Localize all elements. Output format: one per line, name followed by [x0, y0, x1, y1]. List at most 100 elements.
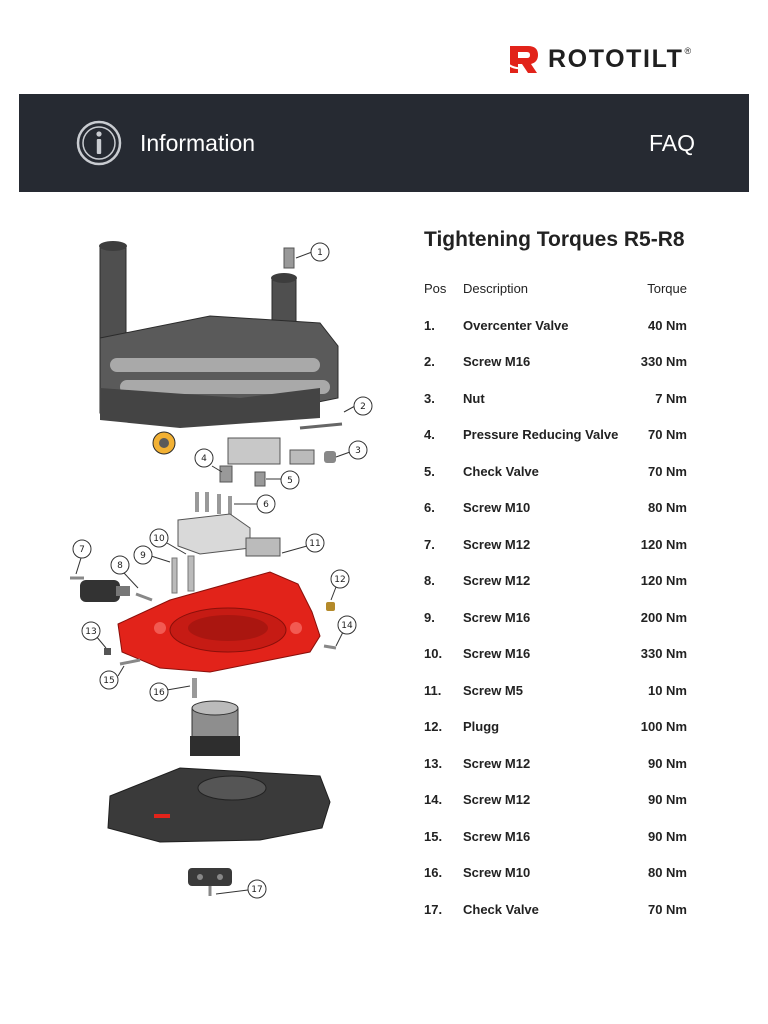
- swivel-unit: [190, 700, 240, 756]
- callout-9: 9: [133, 545, 171, 565]
- row-torque: 80 Nm: [647, 865, 687, 880]
- row-description: Screw M10: [463, 865, 531, 880]
- callout-6: 6: [234, 494, 276, 514]
- row-torque: 90 Nm: [647, 755, 687, 771]
- table-row: 16. Screw M10 80 Nm: [424, 865, 694, 902]
- row-pos: 4.: [424, 427, 435, 442]
- row-pos: 5.: [424, 463, 435, 479]
- callout-10: 10: [149, 528, 187, 555]
- valve-block: [219, 247, 343, 487]
- registered-mark: ®: [684, 46, 692, 56]
- row-torque: 70 Nm: [647, 427, 687, 442]
- faq-label[interactable]: FAQ: [648, 130, 695, 156]
- row-description: Screw M10: [463, 500, 531, 515]
- row-torque: 70 Nm: [647, 901, 687, 917]
- callout-5: 5: [266, 470, 300, 490]
- rototilt-logo-mark-icon: [508, 46, 538, 73]
- row-pos: 17.: [424, 901, 443, 917]
- row-pos: 3.: [424, 390, 435, 406]
- svg-text:6: 6: [263, 500, 269, 510]
- callout-2: 2: [343, 396, 373, 416]
- row-torque: 80 Nm: [647, 500, 687, 515]
- check-valve-part: [188, 868, 232, 896]
- svg-text:12: 12: [334, 575, 345, 585]
- callout-16: 16: [149, 682, 191, 702]
- table-row: 17. Check Valve 70 Nm: [424, 902, 694, 939]
- table-row: 12. Plugg 100 Nm: [424, 719, 694, 756]
- row-pos: 10.: [424, 646, 443, 661]
- callout-8: 8: [110, 555, 139, 589]
- row-description: Check Valve: [463, 463, 539, 479]
- callout-1: 1: [295, 242, 330, 262]
- svg-text:15: 15: [103, 676, 114, 686]
- header-pos: Pos: [424, 281, 447, 296]
- svg-text:7: 7: [79, 545, 85, 555]
- header-torque: Torque: [647, 281, 687, 296]
- svg-text:14: 14: [341, 621, 353, 631]
- callout-15: 15: [99, 665, 125, 690]
- callouts: 1 2 3 4 5 6 7 8 9 10 11 12 13 14 15 16 1…: [72, 242, 373, 899]
- header-description: Description: [463, 281, 529, 296]
- top-bracket-assembly: [99, 241, 339, 455]
- svg-text:16: 16: [153, 688, 165, 698]
- svg-text:2: 2: [360, 402, 366, 412]
- document-title: Tightening Torques R5-R8: [424, 228, 685, 251]
- row-description: Screw M16: [463, 609, 531, 625]
- row-torque: 120 Nm: [640, 536, 687, 552]
- svg-text:10: 10: [153, 534, 165, 544]
- callout-17: 17: [215, 879, 267, 899]
- row-pos: 14.: [424, 792, 443, 807]
- callout-14: 14: [335, 615, 357, 647]
- exploded-parts-diagram: 1 2 3 4 5 6 7 8 9 10 11 12 13 14 15 16 1…: [70, 241, 373, 899]
- banner-title: Information: [140, 130, 256, 156]
- row-torque: 90 Nm: [647, 828, 687, 844]
- row-pos: 6.: [424, 500, 435, 515]
- bottom-coupling-plate: [107, 767, 331, 843]
- callout-13: 13: [81, 621, 107, 649]
- row-description: Screw M16: [463, 828, 531, 844]
- svg-text:4: 4: [201, 454, 207, 464]
- table-row: 13. Screw M12 90 Nm: [424, 756, 694, 793]
- row-pos: 16.: [424, 865, 443, 880]
- row-torque: 330 Nm: [640, 354, 687, 369]
- bolt-set: [195, 492, 232, 516]
- row-pos: 1.: [424, 317, 435, 333]
- info-banner: Information FAQ: [19, 94, 749, 192]
- row-description: Plugg: [463, 719, 500, 734]
- row-description: Screw M12: [463, 755, 531, 771]
- row-torque: 100 Nm: [640, 719, 687, 734]
- callout-12: 12: [330, 569, 350, 601]
- svg-text:13: 13: [85, 627, 96, 637]
- svg-text:11: 11: [309, 539, 320, 549]
- row-description: Screw M12: [463, 573, 531, 588]
- row-torque: 200 Nm: [640, 609, 687, 625]
- svg-text:17: 17: [251, 885, 262, 895]
- row-description: Screw M12: [463, 536, 531, 552]
- table-row: 6. Screw M10 80 Nm: [424, 500, 694, 537]
- callout-7: 7: [72, 539, 92, 575]
- row-torque: 10 Nm: [647, 682, 687, 698]
- hydraulic-motor: [70, 576, 153, 602]
- rototilt-logo: ROTOTILT ®: [506, 42, 691, 76]
- torque-table: Pos Description Torque 1.Overcenter Valv…: [424, 281, 694, 938]
- row-description: Nut: [463, 390, 485, 406]
- table-row: 9. Screw M16 200 Nm: [424, 610, 694, 647]
- row-pos: 13.: [424, 755, 443, 771]
- callout-4: 4: [194, 448, 223, 473]
- row-pos: 9.: [424, 609, 435, 625]
- row-description: Screw M5: [463, 682, 523, 698]
- manifold-block: [171, 513, 281, 594]
- row-description: Check Valve: [463, 901, 539, 917]
- svg-text:3: 3: [355, 446, 361, 456]
- rotator-housing-highlight: [104, 571, 337, 698]
- row-description: Screw M16: [463, 354, 531, 369]
- row-pos: 12.: [424, 719, 443, 734]
